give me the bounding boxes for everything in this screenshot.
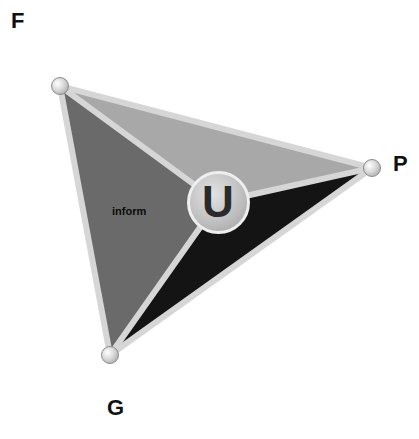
right-face	[110, 168, 372, 355]
hub-letter: U	[202, 180, 234, 224]
vertex-letter: F	[11, 10, 24, 32]
vertex-sphere: P	[363, 159, 381, 177]
vertex-sphere: G	[101, 346, 119, 364]
tube-edge	[62, 95, 109, 346]
hub-circle: U	[187, 171, 250, 234]
tube-edge	[67, 91, 192, 183]
vertex-letter: P	[393, 153, 408, 175]
face-label: inform	[112, 206, 146, 217]
vertex-letter: G	[107, 397, 124, 419]
tube-edge	[115, 228, 200, 348]
tube-edge	[249, 170, 363, 195]
vertex-sphere: F	[51, 77, 69, 95]
